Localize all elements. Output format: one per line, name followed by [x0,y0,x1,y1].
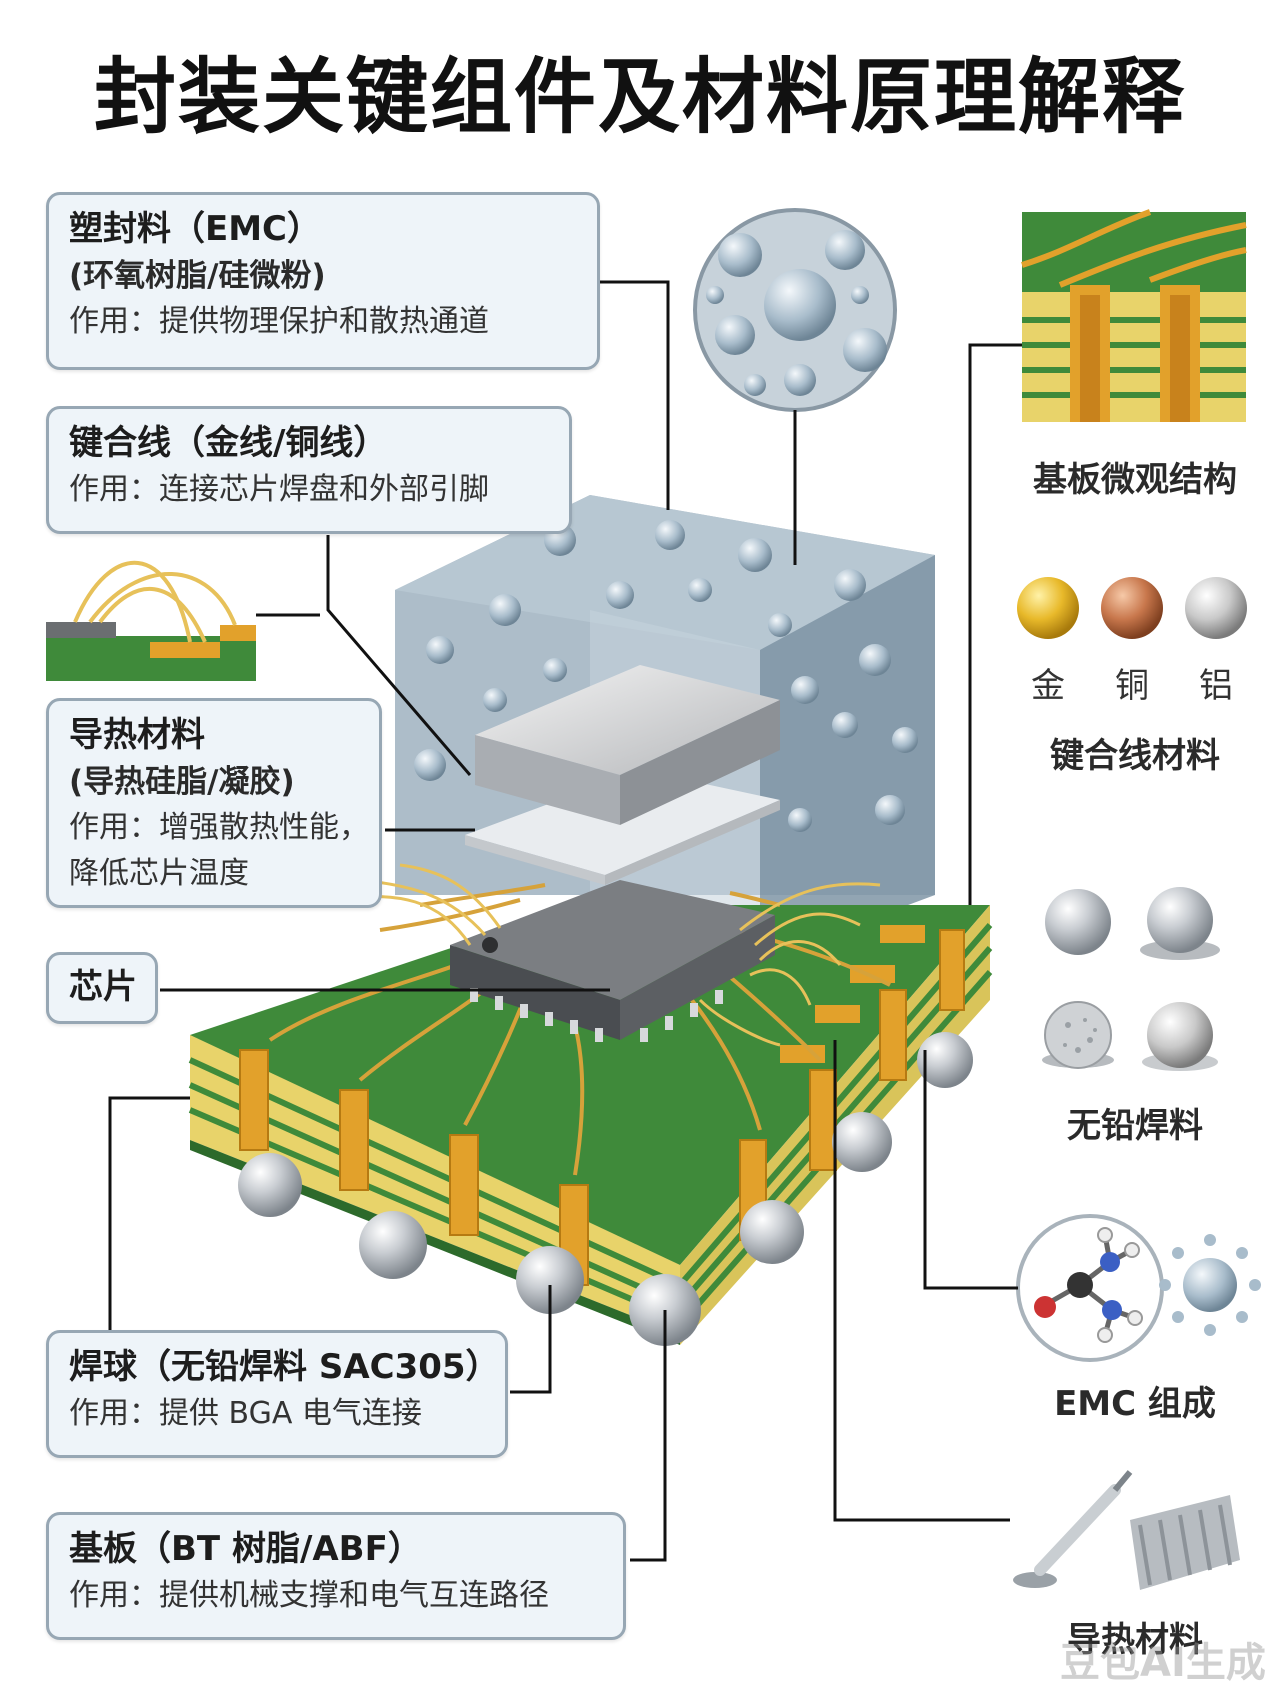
emc-filler-particles [414,520,918,832]
callout-emc: 塑封料（EMC） (环氧树脂/硅微粉) 作用：提供物理保护和散热通道 [46,192,600,370]
callout-bond-wire: 键合线（金线/铜线） 作用：连接芯片焊盘和外部引脚 [46,406,572,534]
bond-wire-material-label: 键合线材料 [1050,736,1220,776]
callout-bond-wire-title: 键合线（金线/铜线） [69,423,388,463]
callout-thermal-title: 导热材料 [69,715,205,755]
callout-solder-ball-title: 焊球（无铅焊料 SAC305） [69,1347,500,1387]
callout-emc-title: 塑封料（EMC） [69,209,322,249]
metal-label-gold: 金 [1031,666,1065,706]
emc-composition-icons [1016,1214,1261,1362]
thermal-material-label: 导热材料 [1067,1620,1203,1660]
callout-chip: 芯片 [46,952,158,1024]
callout-substrate-title: 基板（BT 树脂/ABF） [69,1529,422,1569]
page-title: 封装关键组件及材料原理解释 [93,50,1186,145]
thermal-material-icons [1013,1470,1240,1590]
emc-zoom-circle [693,208,897,412]
leader-lines [108,280,1022,1562]
callout-substrate: 基板（BT 树脂/ABF） 作用：提供机械支撑和电气互连路径 [46,1512,626,1640]
callout-thermal-function-2: 降低芯片温度 [69,856,249,891]
emc-composition-label: EMC 组成 [1054,1384,1216,1424]
callout-bond-wire-function: 作用：连接芯片焊盘和外部引脚 [69,472,489,507]
callout-solder-ball: 焊球（无铅焊料 SAC305） 作用：提供 BGA 电气连接 [46,1330,508,1458]
metal-label-copper: 铜 [1115,666,1149,706]
callout-chip-title: 芯片 [69,967,137,1007]
bond-wire-metals [1017,577,1247,639]
callout-thermal-function: 作用：增强散热性能， [69,810,369,845]
metal-label-aluminum: 铝 [1199,666,1233,706]
callout-substrate-function: 作用：提供机械支撑和电气互连路径 [69,1578,549,1613]
callout-solder-ball-function: 作用：提供 BGA 电气连接 [69,1396,422,1431]
watermark: 豆包AI生成 [1060,1640,1266,1686]
callout-thermal-subtitle: (导热硅脂/凝胶) [69,764,295,800]
lead-free-solder-balls [1042,887,1220,1071]
solder-balls [238,1032,973,1346]
callout-emc-subtitle: (环氧树脂/硅微粉) [69,258,326,294]
substrate-micro-label: 基板微观结构 [1033,460,1237,500]
callout-emc-function: 作用：提供物理保护和散热通道 [69,304,489,339]
substrate-micro-inset [1021,209,1247,422]
lead-free-solder-label: 无铅焊料 [1067,1106,1203,1146]
chip-die [450,880,775,1042]
bond-wire-inset [46,561,256,681]
heat-spreader [475,665,780,825]
callout-thermal: 导热材料 (导热硅脂/凝胶) 作用：增强散热性能， 降低芯片温度 [46,698,382,908]
